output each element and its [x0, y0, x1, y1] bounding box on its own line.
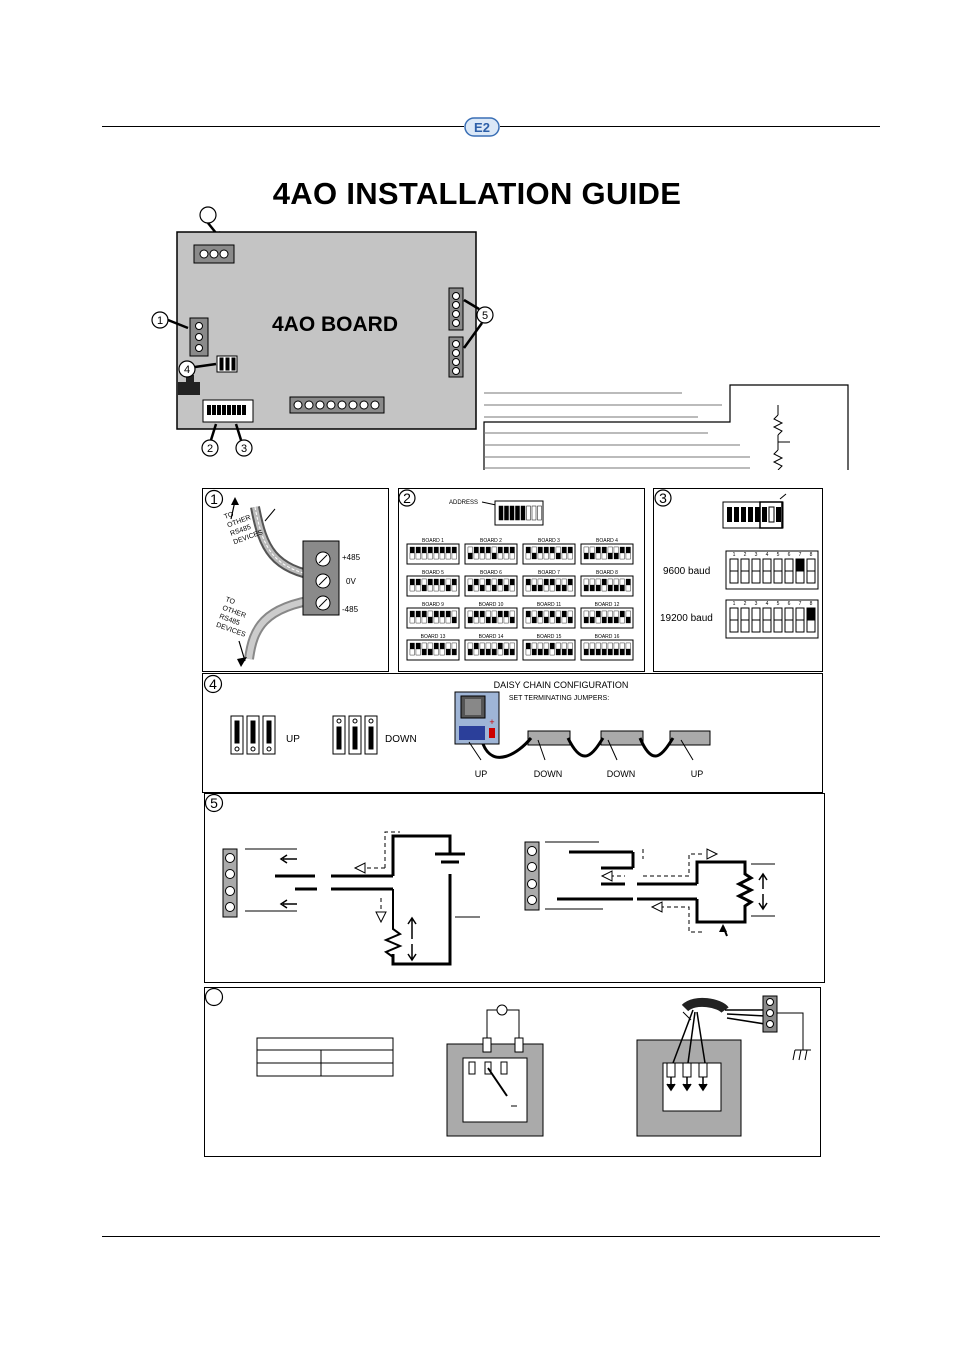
switch-number: 7 — [799, 601, 802, 607]
switch-number: 6 — [788, 552, 791, 558]
svg-text:UP: UP — [691, 769, 704, 779]
switch-number: 3 — [755, 552, 758, 558]
board-switch: BOARD 2 — [464, 538, 518, 565]
svg-text:BOARD 16: BOARD 16 — [595, 634, 620, 640]
svg-text:BOARD 15: BOARD 15 — [537, 634, 562, 640]
switch-number: 8 — [810, 601, 813, 607]
page-title: 4AO INSTALLATION GUIDE — [272, 176, 682, 211]
svg-text:DOWN: DOWN — [607, 769, 636, 779]
svg-text:BOARD 14: BOARD 14 — [479, 634, 504, 640]
svg-text:+: + — [489, 717, 494, 727]
svg-text:BOARD 10: BOARD 10 — [479, 602, 504, 608]
svg-text:1: 1 — [210, 491, 218, 507]
panel-4: 4 UP DOWN DAISY CHAIN CONFIGURATION SET … — [202, 673, 823, 793]
e2-logo: E2 — [464, 116, 500, 138]
svg-text:DOWN: DOWN — [385, 734, 417, 745]
board-switch: BOARD 14 — [464, 634, 518, 661]
footer-rule — [102, 1236, 880, 1237]
board-switch: BOARD 11 — [522, 602, 576, 629]
svg-text:BOARD 13: BOARD 13 — [421, 634, 446, 640]
board-switch: BOARD 3 — [522, 538, 576, 565]
board-switch: BOARD 7 — [522, 570, 576, 597]
svg-text:BOARD 1: BOARD 1 — [422, 538, 444, 544]
svg-text:5: 5 — [482, 310, 488, 322]
svg-text:3: 3 — [659, 490, 667, 506]
svg-text:SET TERMINATING JUMPERS:: SET TERMINATING JUMPERS: — [509, 695, 609, 702]
svg-text:DAISY CHAIN CONFIGURATION: DAISY CHAIN CONFIGURATION — [494, 680, 629, 690]
board-switch: BOARD 16 — [580, 634, 634, 661]
switch-number: 5 — [777, 601, 780, 607]
svg-text:5: 5 — [210, 795, 218, 811]
switch-number: 1 — [733, 552, 736, 558]
svg-text:2: 2 — [207, 443, 213, 455]
svg-text:TO: TO — [223, 511, 235, 521]
svg-text:+485: +485 — [342, 553, 361, 562]
panel-1: 1 +485 0V -485 TO OTHER RS485 DEVICES TO… — [202, 488, 389, 672]
switch-number: 3 — [755, 601, 758, 607]
panel-2: 2 ADDRESS BOARD 1 BOARD 2 BOARD 3 BOARD 4 BO… — [398, 488, 645, 672]
svg-text:ADDRESS: ADDRESS — [449, 500, 478, 506]
board-diagram: 4AO BOARD 1 4 2 3 5 — [151, 206, 849, 470]
board-switch: BOARD 12 — [580, 602, 634, 629]
panel-3: 3 9600 baud 1 2 3 4 5 6 7 8 19200 baud 1 2 3 4 5 6 7 8 — [653, 488, 823, 672]
svg-text:1: 1 — [157, 315, 163, 327]
svg-text:3: 3 — [241, 443, 247, 455]
svg-text:UP: UP — [475, 769, 488, 779]
board-switch: BOARD 15 — [522, 634, 576, 661]
panel-6 — [204, 987, 821, 1157]
board-label: 4AO BOARD — [272, 313, 398, 336]
svg-text:19200 baud: 19200 baud — [660, 613, 713, 624]
switch-number: 5 — [777, 552, 780, 558]
svg-text:2: 2 — [403, 490, 411, 506]
panel-5: 5 — [204, 793, 825, 983]
switch-number: 4 — [766, 601, 769, 607]
svg-text:BOARD 5: BOARD 5 — [422, 570, 444, 576]
board-switch: BOARD 9 — [406, 602, 460, 629]
svg-text:4: 4 — [184, 364, 190, 376]
svg-text:E2: E2 — [474, 120, 490, 135]
board-switch: BOARD 13 — [406, 634, 460, 661]
svg-text:9600 baud: 9600 baud — [663, 566, 710, 577]
board-switch: BOARD 4 — [580, 538, 634, 565]
board-switch: BOARD 1 — [406, 538, 460, 565]
svg-text:BOARD 6: BOARD 6 — [480, 570, 502, 576]
board-switch: BOARD 10 — [464, 602, 518, 629]
switch-number: 4 — [766, 552, 769, 558]
switch-number: 8 — [810, 552, 813, 558]
svg-text:0V: 0V — [346, 577, 356, 586]
switch-number: 7 — [799, 552, 802, 558]
svg-text:BOARD 4: BOARD 4 — [596, 538, 618, 544]
svg-text:DOWN: DOWN — [534, 769, 563, 779]
switch-number: 2 — [744, 601, 747, 607]
svg-text:BOARD 11: BOARD 11 — [537, 602, 562, 608]
switch-number: 2 — [744, 552, 747, 558]
board-switch: BOARD 6 — [464, 570, 518, 597]
svg-text:TO: TO — [224, 596, 236, 606]
svg-text:UP: UP — [286, 734, 300, 745]
svg-text:BOARD 7: BOARD 7 — [538, 570, 560, 576]
svg-text:-485: -485 — [342, 605, 359, 614]
svg-text:BOARD 2: BOARD 2 — [480, 538, 502, 544]
board-outline — [176, 231, 477, 430]
svg-text:BOARD 12: BOARD 12 — [595, 602, 620, 608]
svg-text:BOARD 3: BOARD 3 — [538, 538, 560, 544]
svg-text:BOARD 8: BOARD 8 — [596, 570, 618, 576]
switch-number: 6 — [788, 601, 791, 607]
board-switch: BOARD 5 — [406, 570, 460, 597]
switch-number: 1 — [733, 601, 736, 607]
svg-text:BOARD 9: BOARD 9 — [422, 602, 444, 608]
svg-text:4: 4 — [209, 676, 217, 692]
board-switch: BOARD 8 — [580, 570, 634, 597]
